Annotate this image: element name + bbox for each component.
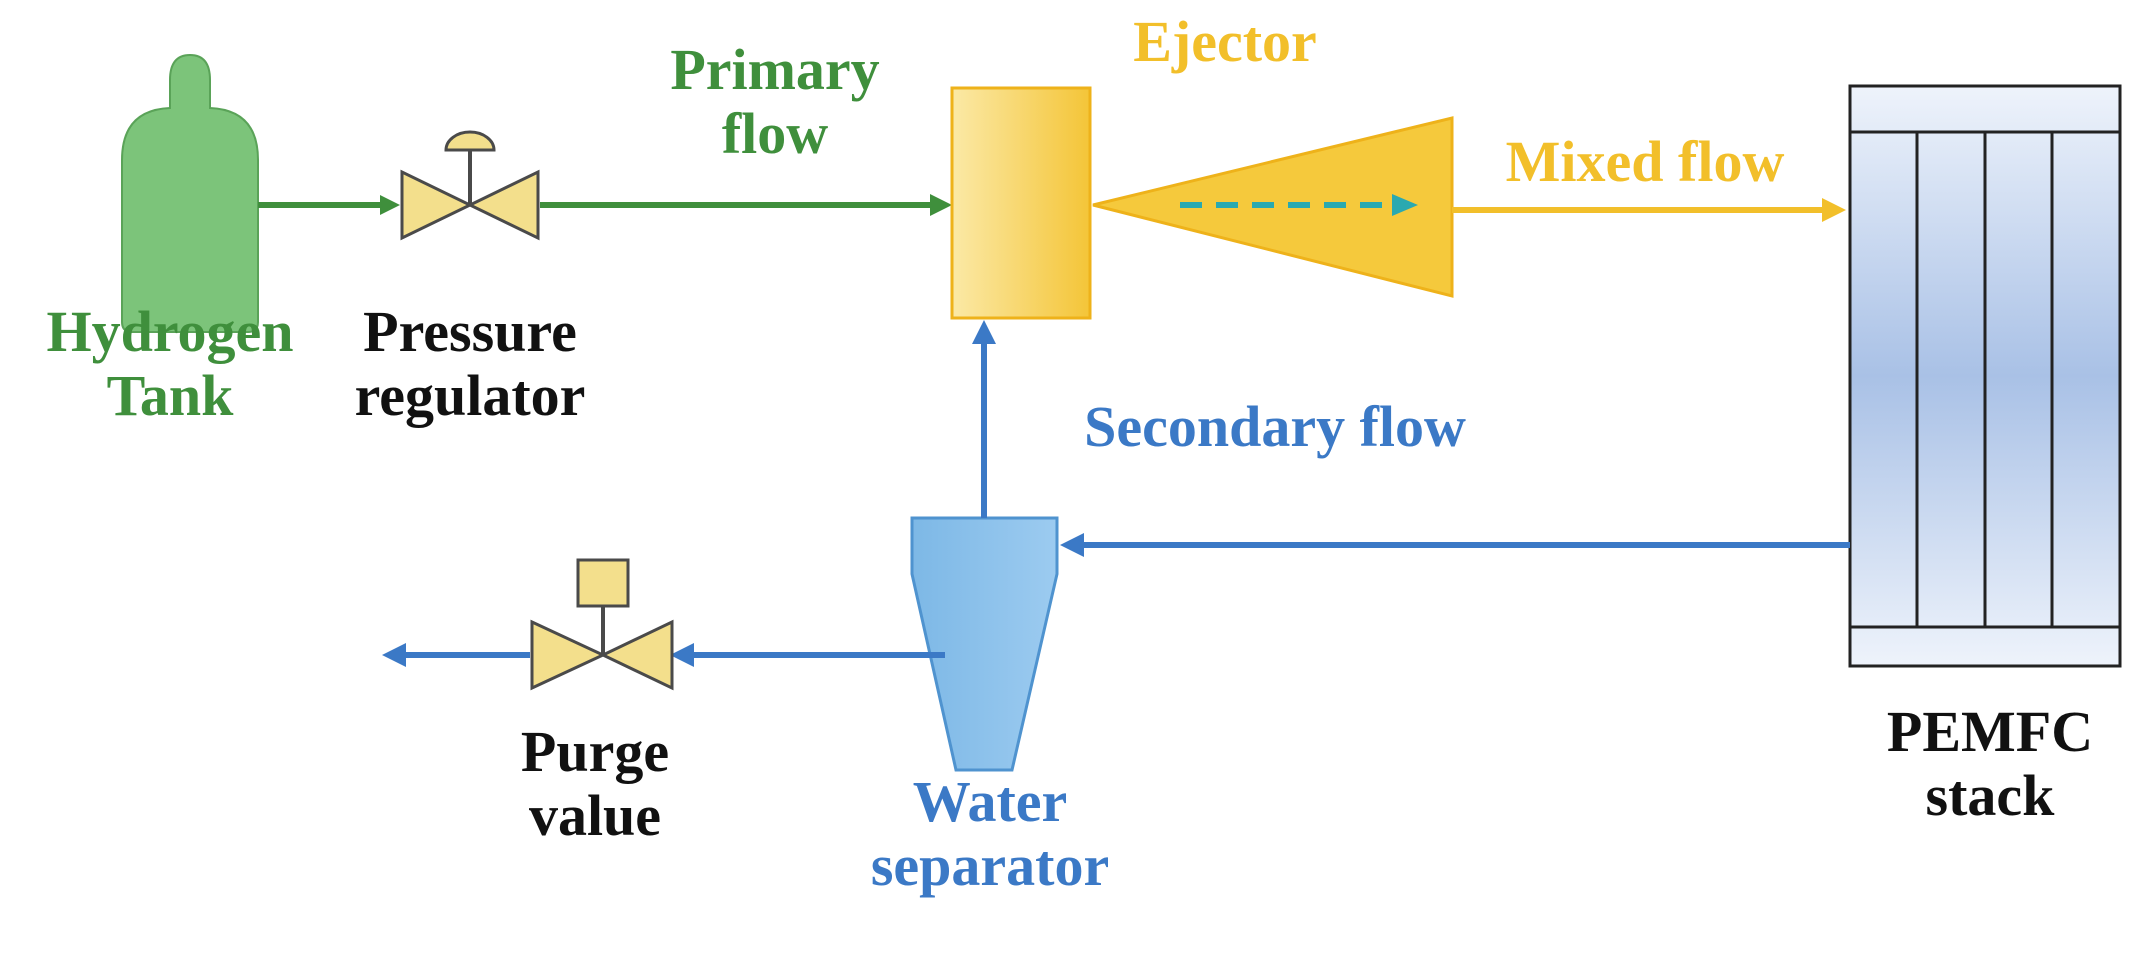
cyclone-separator-icon xyxy=(910,516,1059,772)
fuel-cell-stack-icon xyxy=(1848,84,2122,668)
arrow-head-icon xyxy=(930,194,952,216)
pressure-regulator xyxy=(400,130,540,241)
arrow-head-icon xyxy=(1392,194,1418,216)
label-pressure-regulator: Pressure regulator xyxy=(354,299,586,428)
mixed-flow-line xyxy=(1452,198,1846,222)
primary-flow-line xyxy=(540,194,952,216)
pemfc-stack xyxy=(1848,84,2122,668)
label-mixed-flow: Mixed flow xyxy=(1505,129,1785,194)
arrow-head-icon xyxy=(1822,198,1846,222)
regulator-valve-icon xyxy=(400,130,540,241)
ejector-nozzle-icon xyxy=(950,86,1454,320)
label-water-separator: Water separator xyxy=(870,769,1110,898)
water-separator xyxy=(910,516,1059,772)
arrow-head-icon xyxy=(382,643,406,667)
solenoid-valve-icon xyxy=(530,558,674,691)
purge-line-1 xyxy=(670,643,945,667)
arrow-head-icon xyxy=(380,195,400,215)
ejector xyxy=(950,86,1454,320)
purge-exit-line xyxy=(382,643,530,667)
arrow-head-icon xyxy=(1060,533,1084,557)
arrow-head-icon xyxy=(670,643,694,667)
arrow-head-icon xyxy=(972,320,996,344)
label-hydrogen-tank: Hydrogen Tank xyxy=(46,299,294,428)
return-flow-line xyxy=(1060,533,1850,557)
label-secondary-flow: Secondary flow xyxy=(1084,394,1466,459)
label-primary-flow: Primary flow xyxy=(670,37,880,166)
label-ejector: Ejector xyxy=(1133,9,1317,74)
gas-cylinder-icon xyxy=(121,53,259,333)
purge-valve xyxy=(530,558,674,691)
secondary-flow-line xyxy=(972,320,996,518)
label-purge-value: Purge value xyxy=(520,719,670,848)
hydrogen-tank xyxy=(121,53,259,333)
hydrogen-line-1 xyxy=(258,195,400,215)
label-pemfc-stack: PEMFC stack xyxy=(1886,699,2094,828)
